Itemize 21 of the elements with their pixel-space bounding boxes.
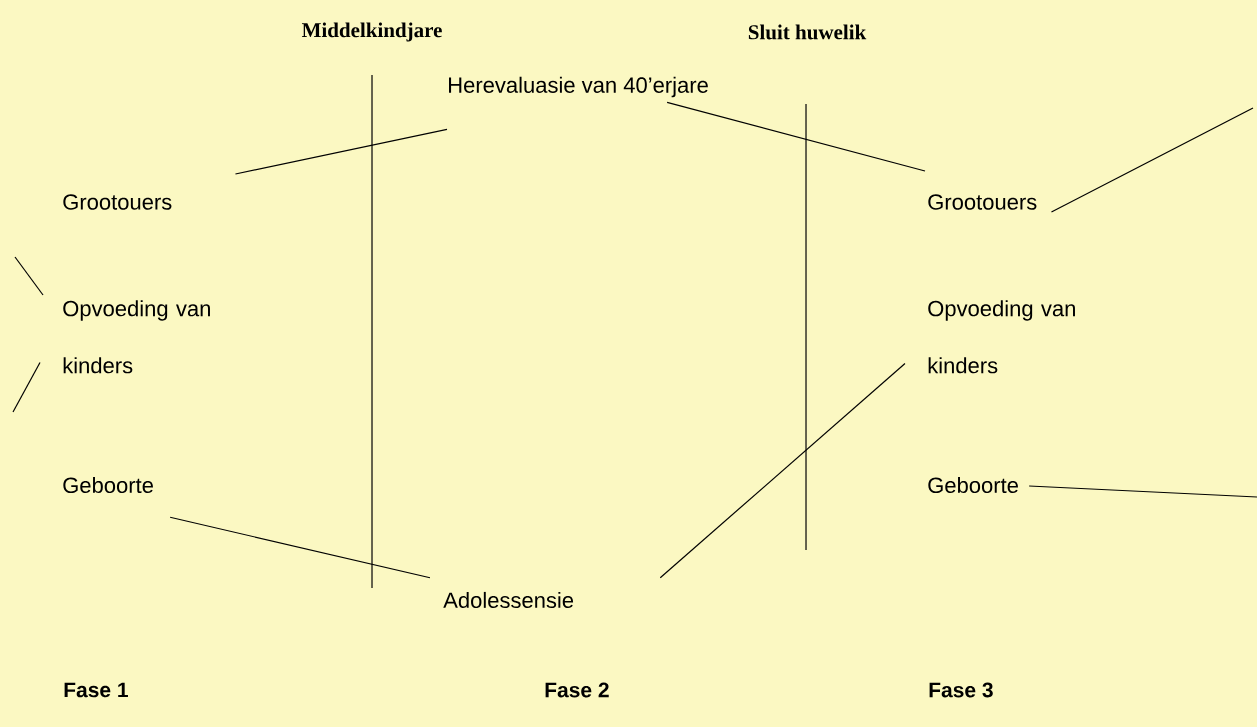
phase-label: Fase 3 [929, 682, 993, 698]
node-text: Geboorte [63, 476, 153, 494]
connector-line [666, 101, 926, 172]
node-text: Opvoeding van kinders [928, 300, 1075, 374]
node-text: Geboorte [928, 476, 1018, 494]
node-text: Grootouers [63, 194, 172, 210]
phase-label: Fase 1 [64, 682, 128, 698]
column-heading: Middelkindjare [301, 22, 442, 42]
connector-line [169, 516, 431, 579]
connector-line [234, 128, 448, 175]
connector-line [1028, 485, 1257, 498]
connector-line [12, 361, 41, 413]
node-text: Opvoeding van kinders [63, 300, 210, 374]
phase-label: Fase 2 [545, 682, 609, 698]
connector-line [1050, 107, 1254, 213]
node-text: Herevaluasie van 40’erjare [449, 76, 708, 98]
connector-line [659, 362, 906, 579]
column-heading: Sluit huwelik [748, 24, 867, 40]
node-text: Grootouers [928, 194, 1037, 210]
node-text: Adolessensie [443, 591, 574, 609]
connector-line [14, 256, 44, 296]
